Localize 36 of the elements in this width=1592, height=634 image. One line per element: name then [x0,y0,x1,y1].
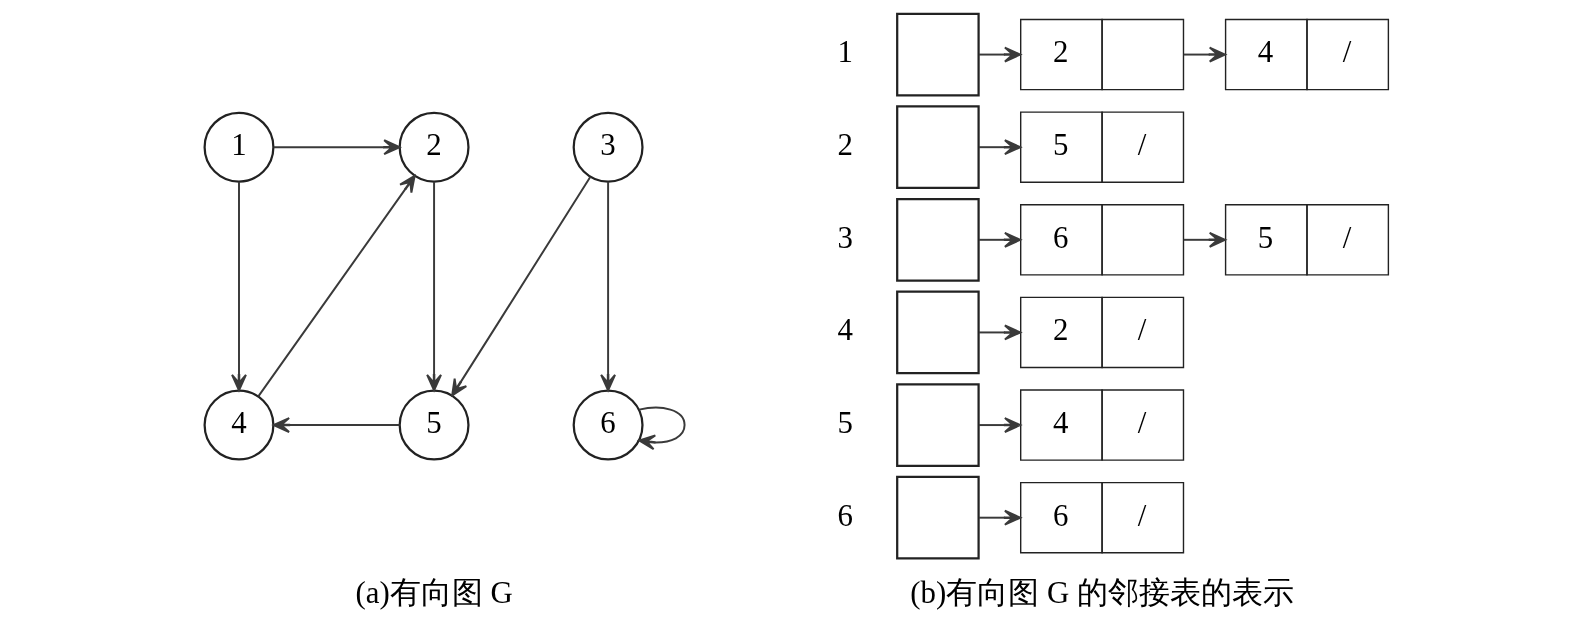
arrow [977,139,1021,156]
node-label: 3 [837,219,853,255]
node-circle: 4 [203,389,274,461]
node-label: 4 [837,312,853,348]
arrow [977,509,1021,526]
node-label: 6 [837,497,853,533]
label: (b)有向图 G 的邻接表的表示 [909,574,1294,610]
node-circle: 6 [572,389,644,461]
arrow [256,175,416,398]
node-label: 1 [837,34,853,70]
arrow [1182,231,1226,248]
arrow [977,46,1021,63]
arrow [272,417,401,433]
node-box [895,475,980,560]
node-box [895,383,980,467]
node-box [895,198,980,282]
node-box [895,290,980,375]
node-circle: 5 [398,389,470,461]
arrow [450,176,591,397]
arrow [425,180,442,392]
node-circle: 1 [203,111,274,183]
arrow [599,180,616,392]
arrow [637,406,686,451]
node-label: 5 [837,404,853,440]
arrow [977,417,1021,433]
node-circle: 3 [572,111,644,183]
node-box [895,12,980,97]
node-box [895,105,980,189]
arrow [977,231,1021,248]
arrow [272,139,401,156]
node-circle: 2 [398,111,470,183]
node-label: 2 [837,127,853,163]
arrow [1182,46,1226,63]
arrow [977,324,1021,341]
arrow [230,180,247,392]
label: (a)有向图 G [354,574,513,610]
